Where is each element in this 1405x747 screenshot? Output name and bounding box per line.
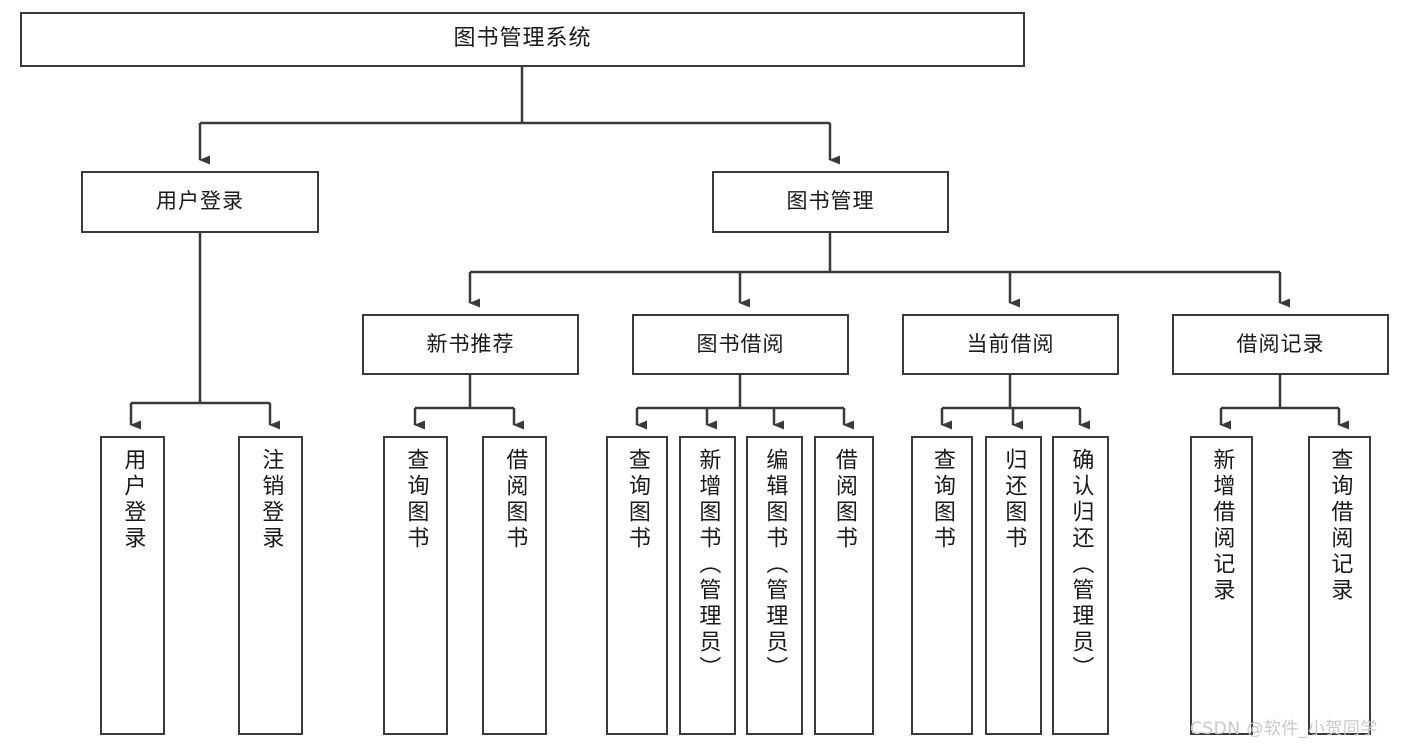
node-new-book-recommend[interactable]: 新书推荐 [362, 314, 579, 375]
leaf-user-login[interactable]: 用户登录 [100, 436, 165, 735]
leaf-return-book[interactable]: 归还图书 [985, 436, 1042, 735]
leaf-label: 新增借阅记录 [1209, 448, 1235, 604]
node-root[interactable]: 图书管理系统 [20, 12, 1025, 67]
leaf-label: 查询借阅记录 [1327, 448, 1353, 604]
leaf-borrow-book[interactable]: 借阅图书 [814, 436, 874, 735]
leaf-query-book-recommend[interactable]: 查询图书 [383, 436, 448, 735]
leaf-query-book-borrow[interactable]: 查询图书 [606, 436, 668, 735]
leaf-add-book-admin[interactable]: 新增图书（管理员） [679, 436, 736, 735]
leaf-query-borrow-record[interactable]: 查询借阅记录 [1308, 436, 1371, 735]
leaf-label: 查询图书 [403, 448, 429, 552]
leaf-logout[interactable]: 注销登录 [238, 436, 303, 735]
leaf-label: 新增图书（管理员） [695, 448, 721, 682]
leaf-label: 用户登录 [120, 448, 146, 552]
node-book-borrow[interactable]: 图书借阅 [632, 314, 849, 375]
watermark-text: CSDN @软件_小贺同学 [1190, 719, 1378, 739]
node-borrow-record[interactable]: 借阅记录 [1172, 314, 1389, 375]
leaf-confirm-return-admin[interactable]: 确认归还（管理员） [1052, 436, 1109, 735]
leaf-borrow-book-recommend[interactable]: 借阅图书 [482, 436, 547, 735]
leaf-label: 借阅图书 [831, 448, 857, 552]
node-current-borrow[interactable]: 当前借阅 [902, 314, 1119, 375]
node-book-management[interactable]: 图书管理 [712, 171, 949, 233]
leaf-query-book-current[interactable]: 查询图书 [911, 436, 973, 735]
leaf-add-borrow-record[interactable]: 新增借阅记录 [1190, 436, 1253, 735]
leaf-label: 归还图书 [1001, 448, 1027, 552]
leaf-label: 注销登录 [258, 448, 284, 552]
node-user-login[interactable]: 用户登录 [81, 171, 319, 233]
leaf-label: 查询图书 [624, 448, 650, 552]
leaf-edit-book-admin[interactable]: 编辑图书（管理员） [746, 436, 803, 735]
leaf-label: 借阅图书 [502, 448, 528, 552]
leaf-label: 编辑图书（管理员） [762, 448, 788, 682]
leaf-label: 确认归还（管理员） [1068, 448, 1094, 682]
leaf-label: 查询图书 [929, 448, 955, 552]
